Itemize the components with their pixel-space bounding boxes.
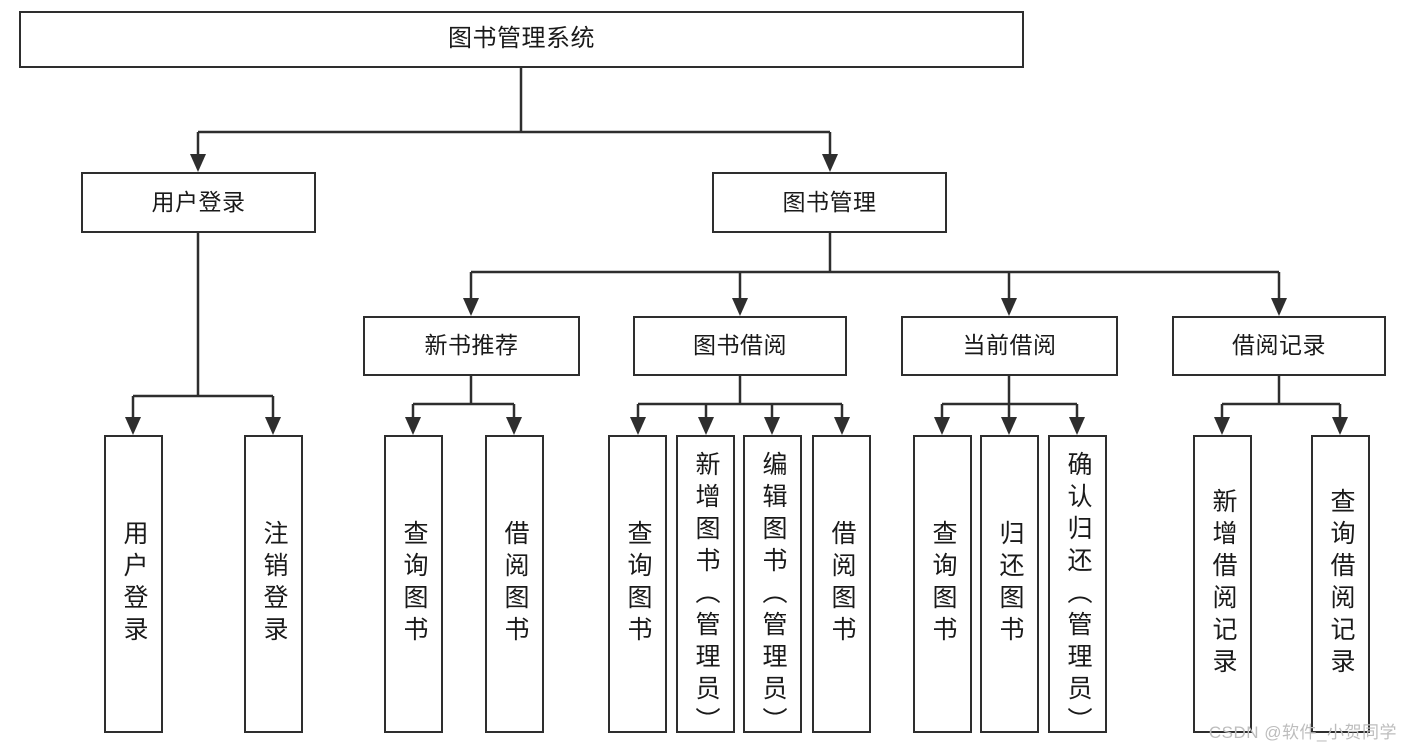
watermark-text: CSDN @软件_小贺同学 [1208, 723, 1397, 742]
node-label: 注销登录 [260, 520, 288, 648]
leaf-query-book-borrow[interactable]: 查询图书 [608, 435, 667, 733]
node-label: 借阅记录 [1232, 332, 1326, 359]
node-user-login[interactable]: 用户登录 [81, 172, 316, 233]
node-label: 查询图书 [929, 520, 957, 648]
node-label: 确认归还（管理员） [1064, 451, 1092, 739]
leaf-add-borrow-record[interactable]: 新增借阅记录 [1193, 435, 1252, 733]
node-label: 新增借阅记录 [1209, 488, 1237, 680]
leaf-query-book-current[interactable]: 查询图书 [913, 435, 972, 733]
node-root-book-management-system[interactable]: 图书管理系统 [19, 11, 1024, 68]
node-label: 图书管理系统 [448, 25, 595, 53]
node-label: 用户登录 [120, 520, 148, 648]
node-label: 新增图书（管理员） [692, 451, 720, 739]
node-label: 借阅图书 [828, 520, 856, 648]
node-label: 新书推荐 [424, 332, 519, 359]
node-label: 查询图书 [624, 520, 652, 648]
node-label: 编辑图书（管理员） [759, 451, 787, 739]
leaf-edit-book-admin[interactable]: 编辑图书（管理员） [743, 435, 802, 739]
node-current-borrow[interactable]: 当前借阅 [901, 316, 1118, 376]
node-label: 图书借阅 [693, 332, 787, 359]
leaf-add-book-admin[interactable]: 新增图书（管理员） [676, 435, 735, 739]
node-label: 借阅图书 [501, 520, 529, 648]
node-label: 查询图书 [400, 520, 428, 648]
node-label: 图书管理 [782, 188, 877, 215]
node-label: 当前借阅 [962, 332, 1057, 359]
node-new-book-recommend[interactable]: 新书推荐 [363, 316, 580, 376]
leaf-user-login[interactable]: 用户登录 [104, 435, 163, 733]
node-label: 归还图书 [996, 520, 1024, 648]
node-label: 用户登录 [151, 188, 246, 215]
node-book-management[interactable]: 图书管理 [712, 172, 947, 233]
leaf-borrow-book-recommend[interactable]: 借阅图书 [485, 435, 544, 733]
leaf-logout[interactable]: 注销登录 [244, 435, 303, 733]
node-label: 查询借阅记录 [1327, 488, 1355, 680]
leaf-confirm-return-admin[interactable]: 确认归还（管理员） [1048, 435, 1107, 739]
leaf-return-book[interactable]: 归还图书 [980, 435, 1039, 733]
leaf-query-borrow-record[interactable]: 查询借阅记录 [1311, 435, 1370, 733]
leaf-query-book-recommend[interactable]: 查询图书 [384, 435, 443, 733]
node-borrow-record[interactable]: 借阅记录 [1172, 316, 1386, 376]
node-book-borrow[interactable]: 图书借阅 [633, 316, 847, 376]
leaf-borrow-book[interactable]: 借阅图书 [812, 435, 871, 733]
